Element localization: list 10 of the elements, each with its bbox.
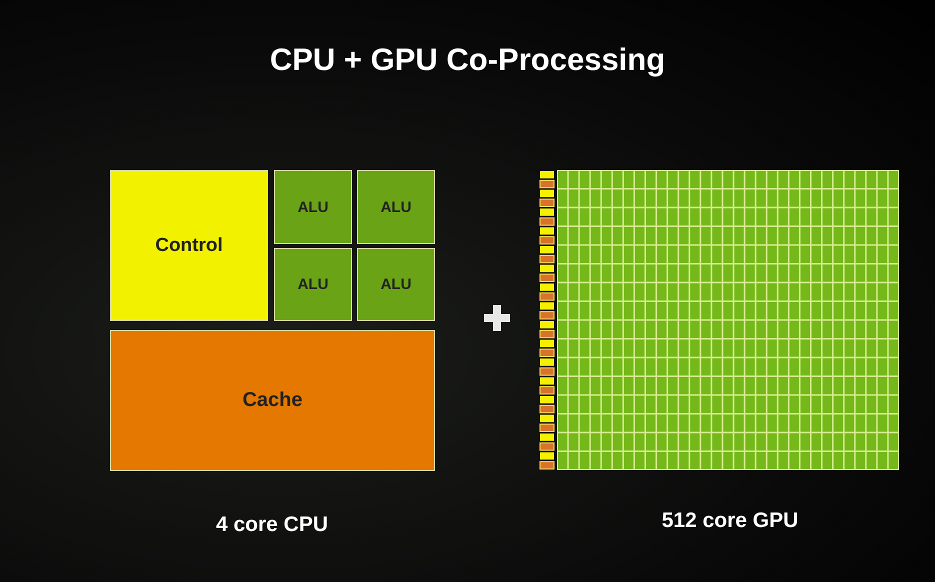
caption-label: 512 core GPU [662,509,798,533]
alu-block: ALU [357,248,435,321]
cache-block: Cache [110,330,435,471]
gpu-core-grid-drawing [539,170,899,470]
control-block: Control [110,170,268,321]
title: CPU + GPU Co-Processing [268,42,666,78]
caption-label: 4 core CPU [216,513,328,537]
alu-block: ALU [274,248,352,321]
alu-block: ALU [274,170,352,244]
alu-block: ALU [357,170,435,244]
